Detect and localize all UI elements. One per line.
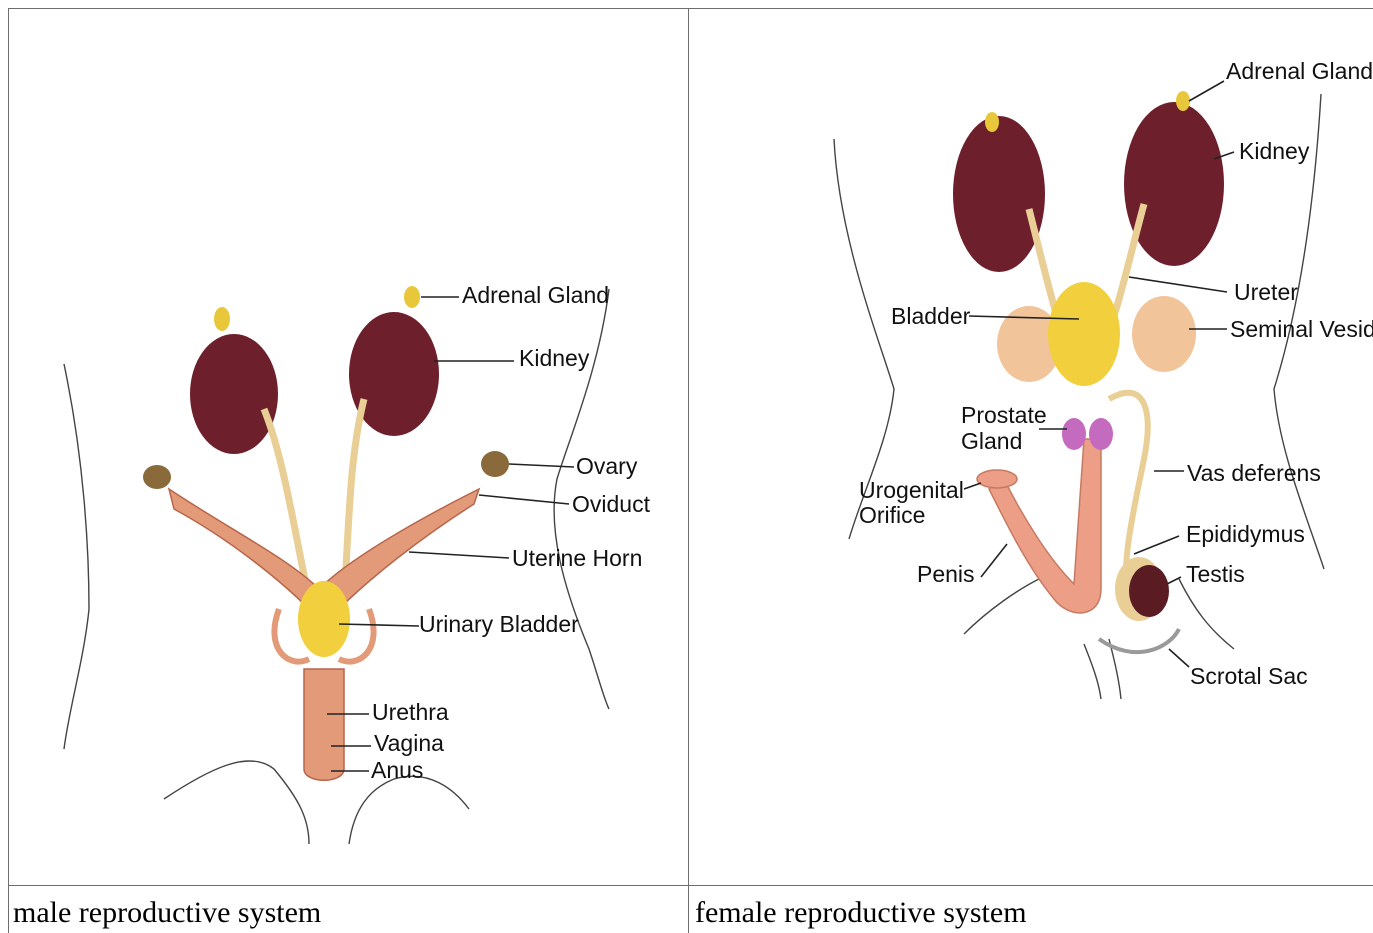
label-testis: Testis [1186, 561, 1245, 587]
leg-outline-left [164, 761, 309, 844]
label-urinary-bladder: Urinary Bladder [419, 611, 579, 637]
label-prostate-line2: Gland [961, 428, 1022, 454]
leg-outline-right [349, 776, 469, 844]
label-uterine-horn: Uterine Horn [512, 545, 642, 571]
left-diagram-cell: Adrenal Gland Kidney Ovary Oviduct Uteri… [9, 9, 688, 885]
label-urogenital-line2: Orifice [859, 502, 925, 528]
bladder-shape [1048, 282, 1120, 386]
label-seminal-vesicle: Seminal Veside [1230, 316, 1373, 342]
label-ureter: Ureter [1234, 279, 1298, 305]
label-scrotal-sac: Scrotal Sac [1190, 663, 1308, 689]
prostate-shape-right [1089, 418, 1113, 450]
leader-ovary [509, 464, 574, 467]
adrenal-shape-left [985, 112, 999, 132]
right-caption: female reproductive system [695, 898, 1027, 928]
label-anus: Anus [371, 757, 423, 783]
leader-uterine-horn [409, 552, 509, 558]
label-urethra: Urethra [372, 699, 449, 725]
leg-outline-mid [1084, 644, 1101, 699]
vaginal-tract-shape [304, 669, 344, 780]
female-anatomy-diagram: Adrenal Gland Kidney Ovary Oviduct Uteri… [9, 9, 688, 885]
adrenal-shape-left [214, 307, 230, 331]
leader-testis [1167, 577, 1181, 584]
leader-urogenital [964, 483, 981, 489]
label-urogenital-line1: Urogenital [859, 477, 964, 503]
body-outline-left [64, 364, 89, 749]
leader-urinary-bladder [339, 624, 419, 626]
label-adrenal-gland: Adrenal Gland [462, 282, 609, 308]
label-oviduct: Oviduct [572, 491, 651, 517]
right-diagram-cell: Adrenal Gland Kidney Ureter Bladder Semi… [689, 9, 1373, 885]
kidney-shape-right [1124, 102, 1224, 266]
ovary-shape-left [143, 465, 171, 489]
leader-epididymus [1134, 536, 1179, 554]
leg-outline-right [1179, 579, 1234, 649]
adrenal-shape-right [1176, 91, 1190, 111]
table-row-divider [8, 885, 1373, 886]
leg-outline-left [964, 579, 1039, 634]
male-anatomy-diagram: Adrenal Gland Kidney Ureter Bladder Semi… [689, 9, 1373, 885]
label-adrenal-gland: Adrenal Gland [1226, 58, 1373, 84]
label-kidney: Kidney [1239, 138, 1310, 164]
urogenital-orifice-shape [977, 470, 1017, 488]
penis-shape [989, 439, 1101, 613]
prostate-shape-left [1062, 418, 1086, 450]
leader-ureter [1129, 277, 1227, 292]
leader-scrotal-sac [1169, 649, 1189, 667]
testis-shape [1129, 565, 1169, 617]
label-epididymus: Epididymus [1186, 521, 1305, 547]
label-vagina: Vagina [374, 730, 444, 756]
label-vas-deferens: Vas deferens [1187, 460, 1321, 486]
label-bladder: Bladder [891, 303, 971, 329]
label-kidney: Kidney [519, 345, 590, 371]
comparison-table: Adrenal Gland Kidney Ovary Oviduct Uteri… [8, 8, 1373, 933]
adrenal-shape-right [404, 286, 420, 308]
leader-penis [981, 544, 1007, 577]
label-ovary: Ovary [576, 453, 638, 479]
leader-oviduct [479, 495, 569, 504]
leader-adrenal [1189, 81, 1224, 101]
seminal-vesicle-right [1132, 296, 1196, 372]
ovary-shape-right [481, 451, 509, 477]
kidney-shape-left [190, 334, 278, 454]
left-caption: male reproductive system [13, 898, 321, 928]
bladder-shape [298, 581, 350, 657]
kidney-shape-left [953, 116, 1045, 272]
label-penis: Penis [917, 561, 975, 587]
label-prostate-line1: Prostate [961, 402, 1047, 428]
